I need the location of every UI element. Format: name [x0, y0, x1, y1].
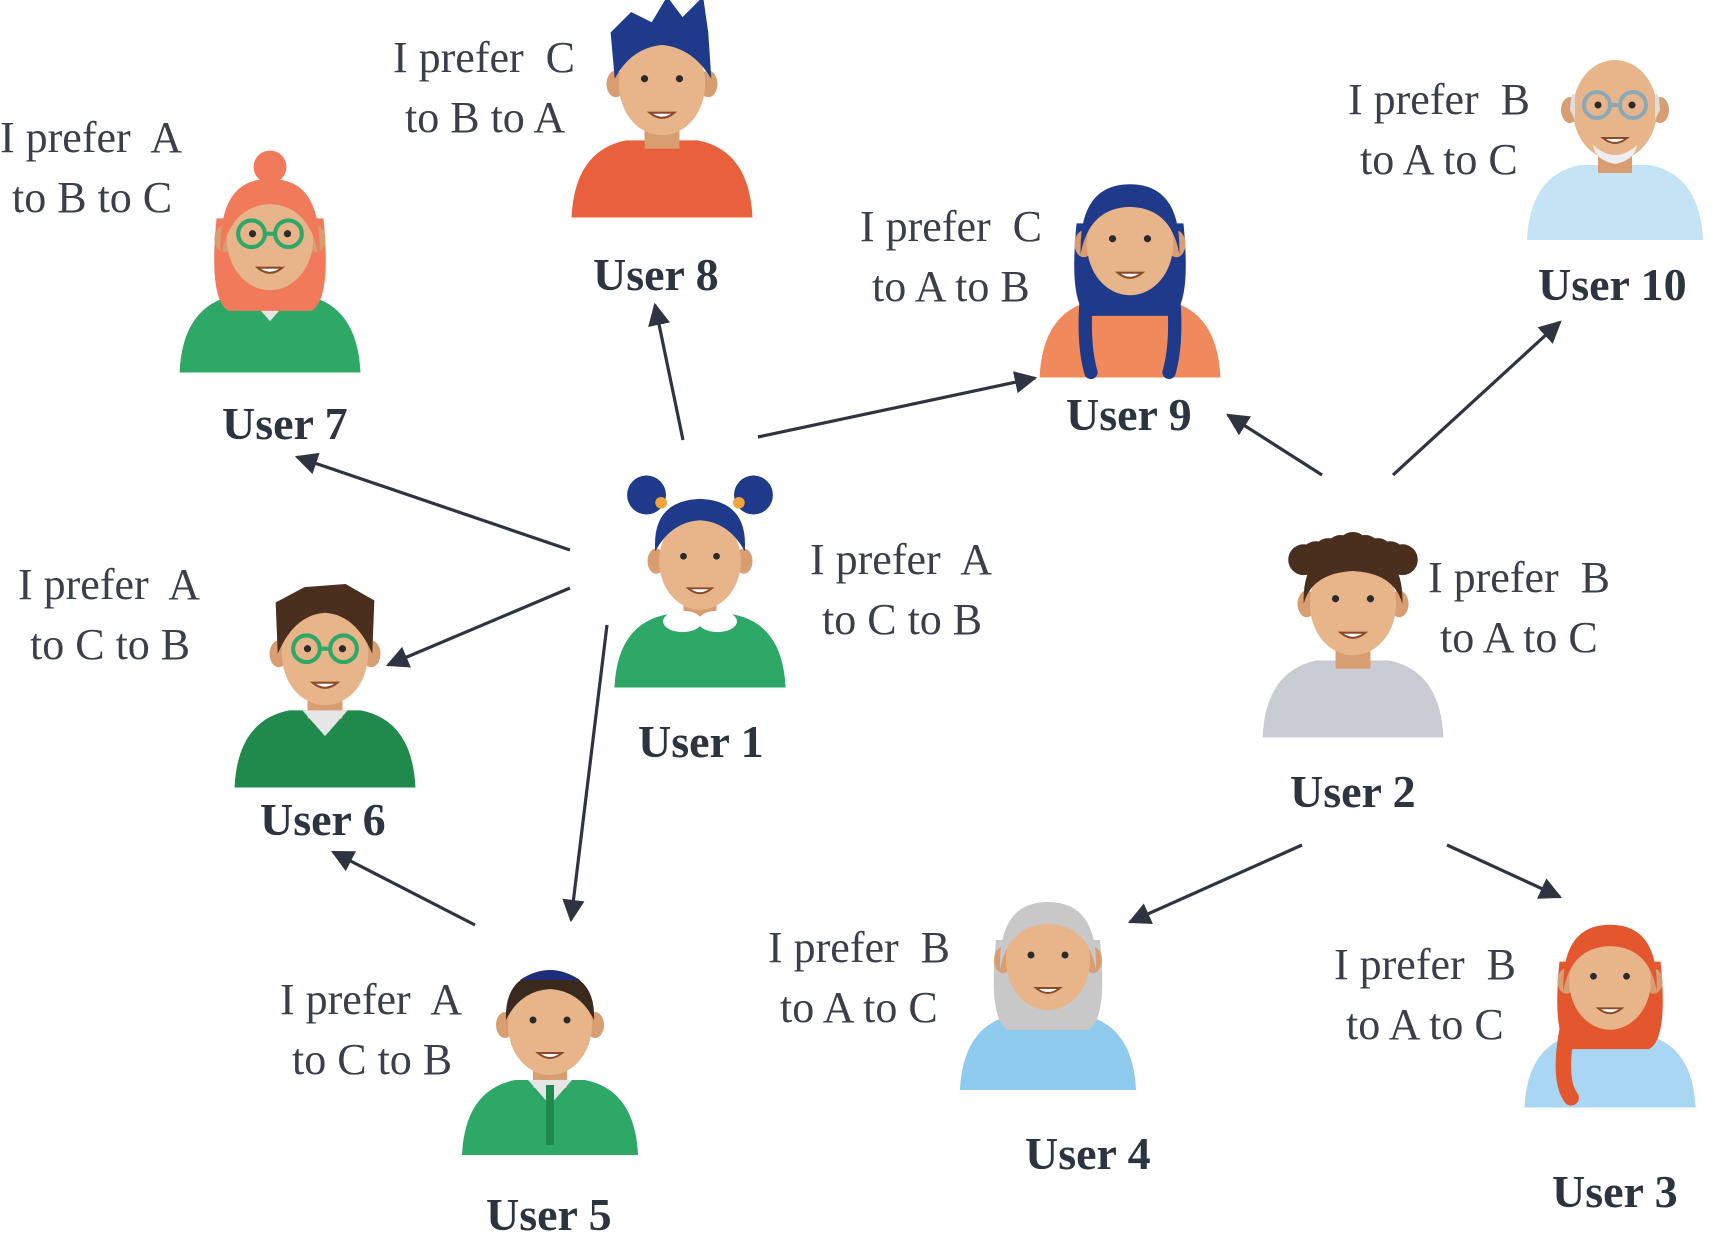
arrow-u1-to-u5: [562, 624, 609, 923]
arrow-u5-to-u6: [331, 850, 476, 927]
preference-text-u3: I prefer B to A to C: [1334, 935, 1516, 1055]
preference-line: to A to C: [1346, 1000, 1504, 1049]
preference-line: I prefer C: [860, 202, 1043, 251]
avatar-u8: [571, 0, 753, 218]
arrow-u1-to-u7: [294, 452, 571, 552]
preference-line: I prefer A: [0, 113, 183, 162]
preference-text-u4: I prefer B to A to C: [768, 918, 950, 1038]
preference-text-u7: I prefer A to B to C: [0, 108, 182, 228]
preference-line: I prefer B: [1334, 940, 1517, 989]
user-label-u4: User 4: [1025, 1128, 1151, 1179]
preference-text-u8: I prefer C to B to A: [393, 28, 575, 148]
preference-text-u1: I prefer A to C to B: [810, 530, 992, 650]
user-label-u10: User 10: [1538, 259, 1687, 310]
user-label-u3: User 3: [1552, 1166, 1678, 1217]
preference-line: I prefer C: [393, 33, 576, 82]
preference-line: to A to C: [780, 983, 938, 1032]
avatar-u6: [234, 584, 416, 788]
avatar-u5: [462, 970, 638, 1155]
preference-text-u10: I prefer B to A to C: [1348, 70, 1530, 190]
preference-line: to C to B: [292, 1035, 453, 1084]
preference-line: to A to C: [1360, 135, 1518, 184]
user-label-u1: User 1: [638, 716, 764, 767]
preference-text-u9: I prefer C to A to B: [860, 197, 1042, 317]
preference-line: I prefer A: [280, 975, 463, 1024]
preference-text-u2: I prefer B to A to C: [1428, 548, 1610, 668]
arrow-u1-to-u6: [385, 586, 571, 668]
preference-line: I prefer A: [810, 535, 993, 584]
avatar-u4: [960, 902, 1136, 1090]
user-label-u7: User 7: [222, 398, 348, 449]
arrow-u2-to-u9: [1226, 413, 1323, 477]
preference-line: to C to B: [30, 620, 191, 669]
arrow-u1-to-u8: [648, 302, 685, 441]
arrow-u2-to-u10: [1391, 320, 1562, 477]
preference-text-u6: I prefer A to C to B: [18, 555, 200, 675]
preference-line: to A to B: [872, 262, 1030, 311]
avatar-u2: [1262, 531, 1444, 738]
avatar-u1: [614, 475, 786, 688]
avatar-u3: [1524, 924, 1696, 1108]
preference-line: to C to B: [822, 595, 983, 644]
arrow-u2-to-u4: [1127, 843, 1303, 924]
preference-line: to B to A: [405, 93, 566, 142]
edges: [294, 302, 1563, 927]
user-label-u5: User 5: [486, 1189, 612, 1240]
preference-line: I prefer B: [1428, 553, 1611, 602]
avatar-u9: [1039, 184, 1221, 380]
avatar-u7: [179, 150, 361, 373]
preference-line: I prefer B: [1348, 75, 1531, 124]
user-label-u9: User 9: [1066, 389, 1192, 440]
preference-line: I prefer B: [768, 923, 951, 972]
avatars: [179, 0, 1703, 1155]
preference-line: to A to C: [1440, 613, 1598, 662]
user-label-u8: User 8: [593, 249, 719, 300]
arrow-u2-to-u3: [1446, 843, 1563, 899]
user-label-u6: User 6: [260, 794, 386, 845]
preference-text-u5: I prefer A to C to B: [280, 970, 462, 1090]
preference-line: to B to C: [12, 173, 173, 222]
user-label-u2: User 2: [1290, 766, 1416, 817]
preference-line: I prefer A: [18, 560, 201, 609]
avatar-u10: [1527, 60, 1703, 240]
arrow-u1-to-u9: [757, 371, 1038, 439]
